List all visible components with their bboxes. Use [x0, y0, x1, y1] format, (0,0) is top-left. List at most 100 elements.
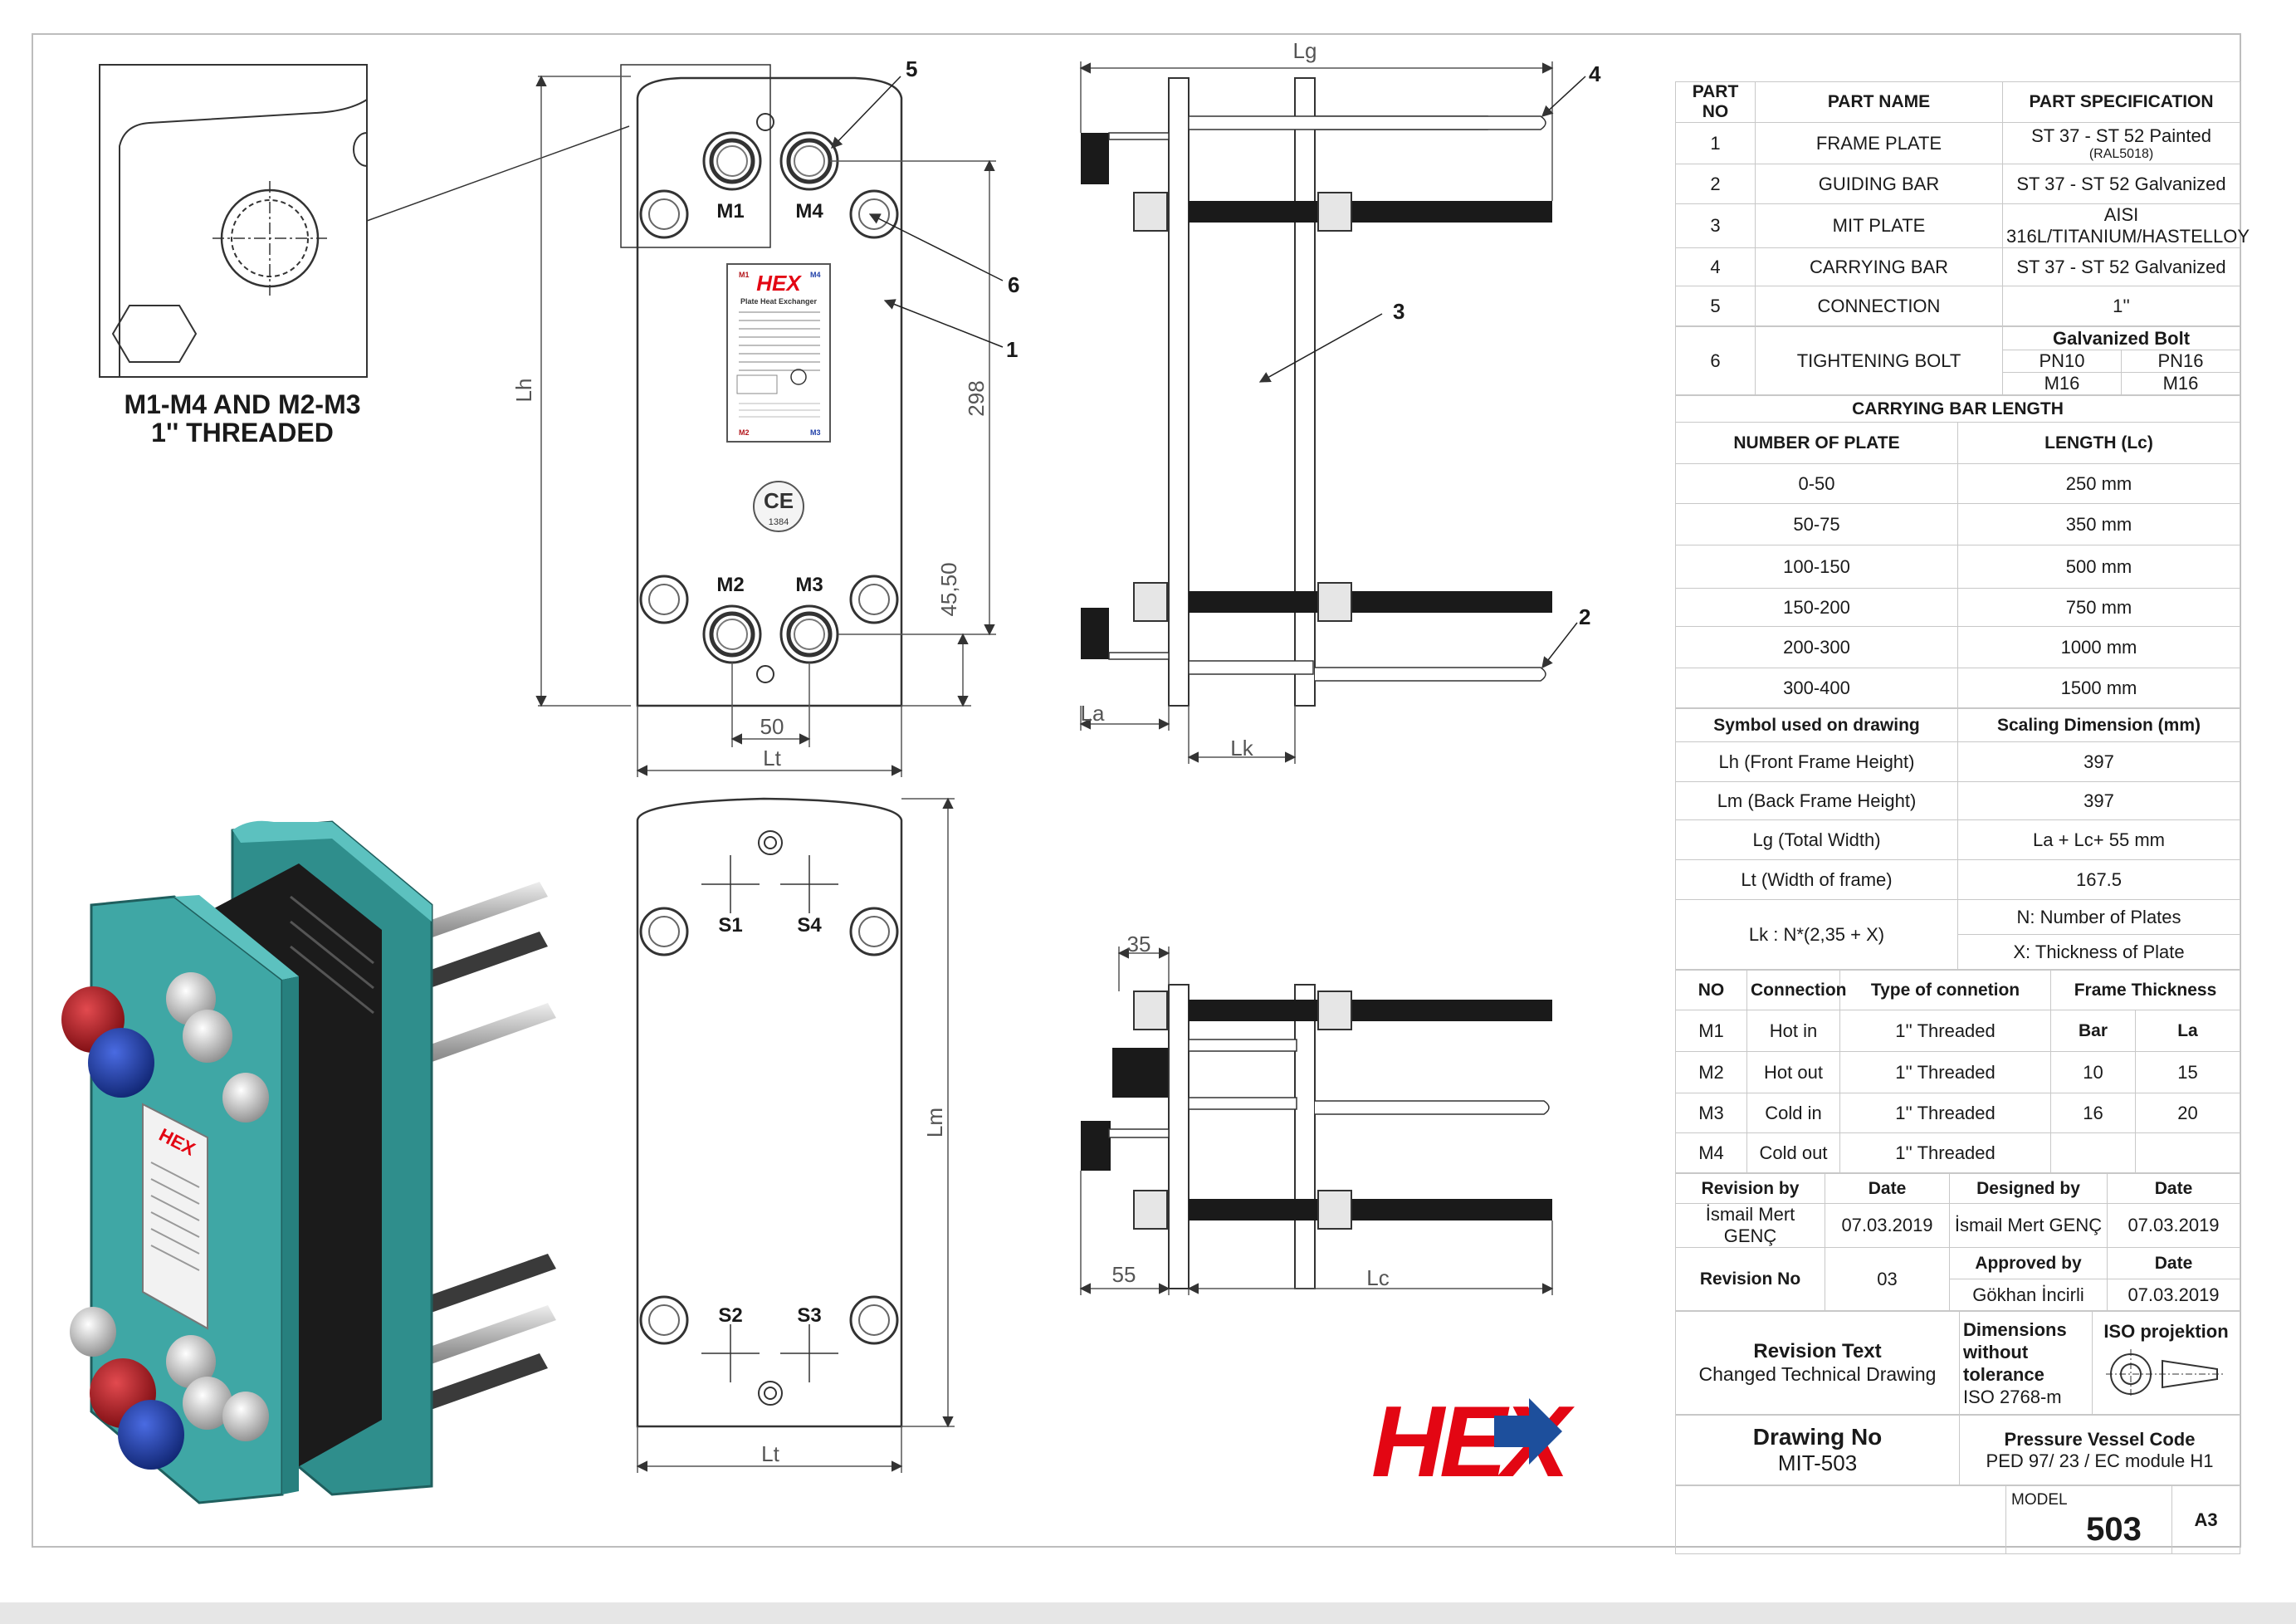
part-no: 4 [1675, 247, 1756, 286]
port-label-m3: M3 [795, 574, 823, 596]
designed-by: İsmail Mert GENÇ [1949, 1203, 2108, 1248]
bar-length: 1500 mm [1957, 668, 2240, 708]
conn-header-frame: Frame Thickness [2050, 970, 2240, 1010]
tolerance-line2: without [1963, 1341, 2029, 1362]
port-label-m1: M1 [716, 200, 744, 223]
model-empty-cell [1675, 1485, 2006, 1554]
part-spec: AISI 316L/TITANIUM/HASTELLOY [2002, 203, 2250, 248]
front-dimensions [535, 75, 996, 777]
plate-count: 0-50 [1675, 463, 1958, 504]
bar-length: 1000 mm [1957, 626, 2240, 668]
plate-count: 200-300 [1675, 626, 1958, 668]
table-row: 2 GUIDING BAR ST 37 - ST 52 Galvanized [1675, 164, 2240, 204]
part-spec-note: (RAL5018) [2088, 146, 2154, 161]
drawing-no-table: Drawing No MIT-503 Pressure Vessel Code … [1675, 1415, 2240, 1485]
revision-text-table: Revision Text Changed Technical Drawing … [1675, 1311, 2240, 1415]
part-spec: ST 37 - ST 52 Galvanized [2002, 247, 2240, 286]
designed-date-label: Date [2107, 1173, 2240, 1204]
frame-empty [2135, 1132, 2240, 1173]
part-name: FRAME PLATE [1755, 122, 2003, 164]
hex-logo: HEX [1371, 1385, 1580, 1498]
model-table: MODEL 503 A3 [1675, 1485, 2240, 1554]
revision-by: İsmail Mert GENÇ [1675, 1203, 1825, 1248]
table-row: Lh (Front Frame Height)397 [1675, 741, 2240, 782]
model-number: 503 [2086, 1511, 2142, 1548]
bolt-m16-b: M16 [2120, 372, 2241, 395]
bolt-m16-a: M16 [2002, 372, 2122, 395]
approved-date-label: Date [2107, 1247, 2240, 1279]
title-block: PART NO PART NAME PART SPECIFICATION 1 F… [1675, 81, 2250, 1554]
conn-type: 1'' Threaded [1839, 1010, 2051, 1052]
port-label-s3: S3 [797, 1304, 821, 1327]
frame-header-bar: Bar [2050, 1010, 2136, 1052]
ce-mark: CE 1384 [753, 481, 804, 532]
bolt-header: Galvanized Bolt [2001, 326, 2241, 350]
nameplate-m1: M1 [739, 271, 750, 279]
designed-by-label: Designed by [1949, 1173, 2108, 1204]
revision-no-label: Revision No [1675, 1247, 1825, 1311]
conn-no: M4 [1675, 1132, 1747, 1173]
table-row: M2 Hot out 1'' Threaded 10 15 [1675, 1051, 2240, 1093]
frame-la: 15 [2135, 1051, 2240, 1093]
tolerance-line1: Dimensions [1963, 1318, 2067, 1340]
parts-table: PART NO PART NAME PART SPECIFICATION 1 F… [1675, 81, 2250, 326]
table-row: M3 Cold in 1'' Threaded 16 20 [1675, 1093, 2240, 1133]
scaling-lk-x: X: Thickness of Plate [1957, 934, 2240, 970]
bar-length: 350 mm [1957, 503, 2240, 545]
tolerance-standard: ISO 2768-m [1963, 1386, 2062, 1407]
isometric-render: HEX [61, 820, 556, 1504]
scaling-table: Symbol used on drawing Scaling Dimension… [1675, 708, 2240, 970]
port-label-s2: S2 [718, 1304, 742, 1327]
scaling-value: 397 [1957, 741, 2240, 782]
part-no: 2 [1675, 164, 1756, 204]
dim-50: 50 [760, 714, 784, 739]
carrying-bar-header-len: LENGTH (Lc) [1957, 422, 2240, 464]
callout-1: 1 [1006, 337, 1018, 362]
part-no: 3 [1675, 203, 1756, 248]
port-m3 [779, 604, 839, 664]
part-name: GUIDING BAR [1755, 164, 2003, 204]
nameplate-brand: HEX [756, 271, 802, 296]
sheet-size: A3 [2171, 1485, 2240, 1554]
bar-length: 250 mm [1957, 463, 2240, 504]
bottom-strip [0, 1602, 2296, 1624]
callout-2: 2 [1579, 604, 1590, 629]
part-no: 6 [1675, 326, 1756, 395]
part-no: 1 [1675, 122, 1756, 164]
conn-type: 1'' Threaded [1839, 1051, 2051, 1093]
conn-type: 1'' Threaded [1839, 1093, 2051, 1133]
carrying-bar-table: CARRYING BAR LENGTH NUMBER OF PLATE LENG… [1675, 395, 2240, 708]
conn-no: M2 [1675, 1051, 1747, 1093]
table-row: 5 CONNECTION 1'' [1675, 286, 2240, 326]
conn-type: 1'' Threaded [1839, 1132, 2051, 1173]
dim-lt-back: Lt [761, 1441, 779, 1466]
part-spec: 1'' [2002, 286, 2240, 326]
iso-cold-in-cap [118, 1400, 184, 1470]
port-m2 [702, 604, 762, 664]
front-bolt-holes [639, 189, 899, 624]
parts-header-no: PART NO [1675, 81, 1756, 123]
part-spec: ST 37 - ST 52 Galvanized [2002, 164, 2240, 204]
model-label: MODEL [2011, 1491, 2068, 1509]
callout-5: 5 [906, 56, 917, 81]
bar-length: 500 mm [1957, 545, 2240, 589]
conn-header-no: NO [1675, 970, 1747, 1010]
ce-number: 1384 [769, 517, 789, 527]
ce-text: CE [764, 488, 794, 513]
pressure-code-label: Pressure Vessel Code [2004, 1428, 2196, 1450]
dim-lh: Lh [511, 379, 536, 403]
table-row: M1 Hot in 1'' Threaded Bar La [1675, 1010, 2240, 1052]
part-name: TIGHTENING BOLT [1755, 326, 2003, 395]
port-m1 [702, 131, 762, 191]
detail-caption-line2: 1'' THREADED [151, 418, 334, 448]
part-name: MIT PLATE [1755, 203, 2003, 248]
table-row: Lg (Total Width)La + Lc+ 55 mm [1675, 819, 2240, 860]
hex-logo-arrow [1494, 1398, 1562, 1465]
iso-nozzles [61, 972, 269, 1470]
part-spec: ST 37 - ST 52 Painted [2031, 125, 2211, 146]
callout-6: 6 [1008, 272, 1019, 297]
